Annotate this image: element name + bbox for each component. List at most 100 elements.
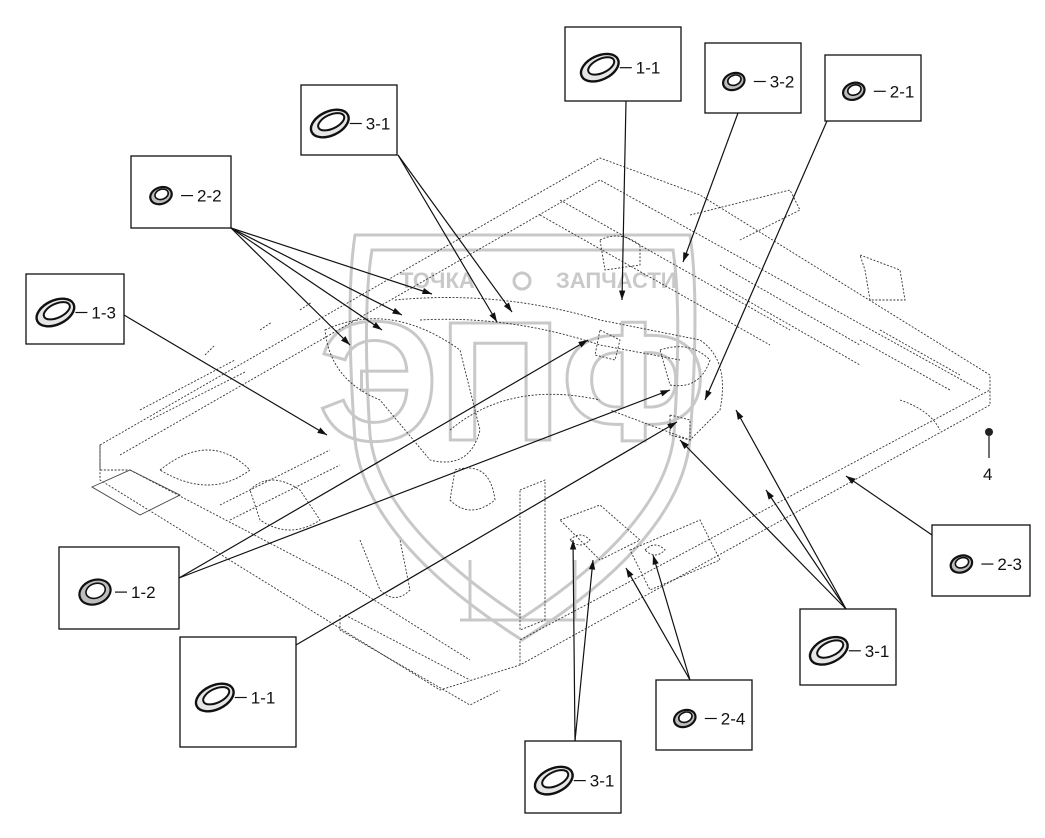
watermark: ТОЧКА ЗАПЧАСТИ ЭПФ	[317, 233, 708, 642]
callout-frame	[931, 524, 1031, 597]
callout-frame	[58, 546, 180, 630]
leader-line	[765, 489, 847, 610]
watermark-left-word: ТОЧКА	[400, 268, 475, 293]
leader-line	[178, 389, 671, 579]
callout-label: 1-1	[251, 689, 276, 708]
callout-box-3-1: 3-1	[524, 740, 622, 814]
round-seal-ring-icon	[721, 71, 746, 92]
callout-label: 3-1	[366, 115, 391, 134]
leader-line	[123, 314, 328, 436]
callout-label: 3-1	[865, 642, 890, 661]
leader-line	[574, 559, 594, 742]
callout-box-3-1: 3-1	[300, 84, 398, 156]
upper-frame-drawing	[91, 157, 991, 706]
leader-line	[625, 567, 691, 681]
leader-line	[679, 439, 847, 610]
arrowhead	[341, 336, 350, 345]
gear-icon	[512, 271, 532, 291]
oval-seal-ring-icon	[35, 297, 76, 328]
callout-box-1-2: 1-2	[58, 546, 180, 630]
callout-label: 2-1	[890, 82, 915, 101]
arrowhead	[489, 312, 497, 322]
leader-line	[230, 227, 351, 346]
arrowhead	[736, 410, 744, 420]
oval-seal-ring-icon	[309, 108, 350, 139]
callout-label: 1-2	[131, 583, 156, 602]
arrowhead	[422, 288, 432, 295]
callout-frame	[564, 26, 682, 102]
arrowhead	[372, 322, 382, 330]
callout-label: 2-2	[197, 187, 222, 206]
callout-frame	[704, 42, 802, 114]
callout-group: 1-1 3-2 2-1 3-1 2-2 1-3 1-2 1-1 3-1 2-4 3-1 2-3	[25, 26, 1031, 814]
arrowhead	[846, 476, 856, 484]
arrowhead	[652, 555, 659, 565]
leader-line	[682, 112, 739, 263]
leader-line	[704, 120, 828, 401]
callout-label: 2-4	[721, 710, 746, 729]
oval-seal-ring-icon	[808, 635, 849, 666]
arrowhead	[503, 302, 512, 312]
round-seal-ring-icon	[841, 81, 866, 102]
callout-box-2-2: 2-2	[130, 155, 232, 229]
arrowhead	[317, 427, 327, 435]
bolt-dot-icon	[985, 428, 993, 436]
part-number-4: 4	[983, 465, 992, 484]
leader-line	[397, 154, 513, 313]
callout-frame	[179, 636, 297, 748]
leader-lines	[123, 100, 933, 742]
round-seal-ring-icon	[149, 185, 173, 206]
callout-label: 2-3	[997, 555, 1022, 574]
arrowhead	[680, 440, 689, 449]
leader-line	[572, 539, 576, 742]
arrowhead	[705, 390, 712, 400]
leader-line	[178, 339, 589, 579]
callout-box-2-3: 2-3	[931, 524, 1031, 597]
callout-box-1-1: 1-1	[564, 26, 682, 102]
callout-label: 3-2	[770, 73, 795, 92]
leader-line	[230, 227, 433, 295]
leader-line	[735, 409, 847, 610]
arrowhead	[578, 340, 588, 348]
oval-seal-ring-icon	[579, 52, 620, 83]
leader-line	[845, 475, 933, 536]
arrowhead	[619, 290, 626, 300]
arrowhead	[683, 252, 690, 262]
step-plate	[91, 469, 182, 516]
callout-frame	[655, 679, 753, 751]
round-seal-ring-icon	[78, 578, 112, 606]
arrowhead	[569, 540, 577, 550]
leader-line	[397, 154, 498, 323]
callout-box-1-1: 1-1	[179, 636, 297, 748]
callout-label: 3-1	[590, 772, 615, 791]
leader-line	[230, 227, 383, 331]
callout-label: 1-3	[91, 304, 116, 323]
leader-line	[230, 227, 403, 316]
callout-box-1-3: 1-3	[25, 273, 125, 345]
round-seal-ring-icon	[949, 554, 974, 574]
watermark-logo-letters: ЭПФ	[318, 287, 706, 477]
callout-box-2-1: 2-1	[824, 54, 922, 122]
arrowhead	[660, 390, 670, 397]
leader-line	[295, 421, 678, 646]
callout-frame	[130, 155, 232, 229]
part-4-marker: 4	[983, 428, 993, 484]
round-seal-ring-icon	[672, 708, 697, 729]
oval-seal-ring-icon	[194, 682, 235, 713]
callout-box-3-2: 3-2	[704, 42, 802, 114]
leader-line	[621, 100, 627, 301]
arrowhead	[392, 307, 402, 315]
oval-seal-ring-icon	[533, 765, 574, 796]
callout-box-2-4: 2-4	[655, 679, 753, 751]
callout-frame	[824, 54, 922, 122]
arrowhead	[626, 568, 634, 578]
callout-label: 1-1	[636, 59, 661, 78]
watermark-base-mark	[460, 560, 585, 622]
leader-line	[652, 554, 691, 681]
arrowhead	[588, 560, 596, 570]
arrowhead	[667, 422, 677, 430]
callout-box-3-1: 3-1	[799, 608, 897, 686]
arrowhead	[766, 490, 774, 500]
